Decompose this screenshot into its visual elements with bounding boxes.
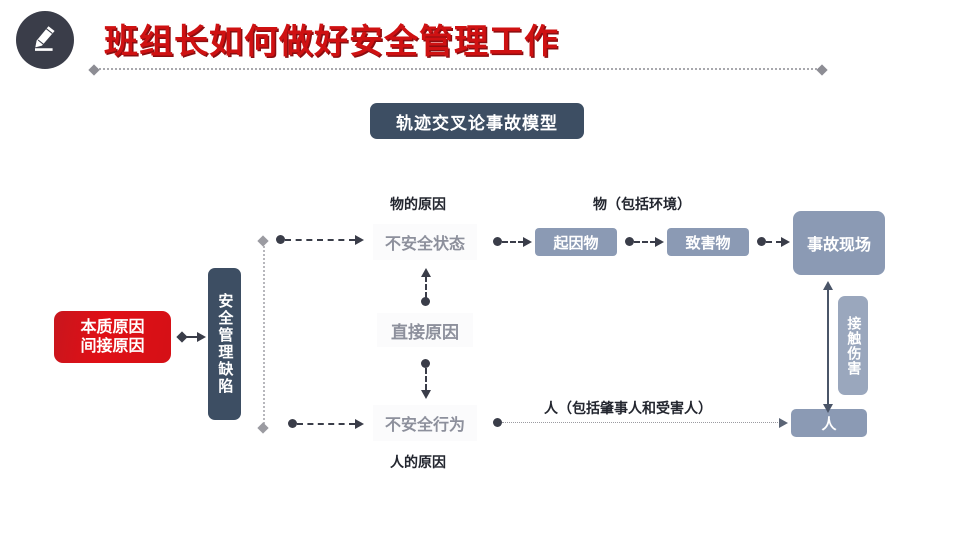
connector-defect-unsafeact-head	[355, 419, 364, 429]
node-origin-object: 起因物	[535, 228, 617, 256]
node-accident-scene: 事故现场	[793, 211, 885, 275]
connector-origin-harm-dot	[625, 237, 634, 246]
caption-thing-group: 物（包括环境）	[593, 197, 691, 213]
connector-direct-down	[425, 368, 427, 390]
connector-direct-down-dot	[421, 359, 430, 368]
connector-direct-up-head	[421, 268, 431, 277]
connector-person-scene-head-down	[823, 404, 833, 413]
connector-person-scene	[827, 290, 829, 405]
bracket-top-diamond	[257, 235, 269, 247]
connector-person-scene-head-up	[823, 281, 833, 290]
page-title: 班组长如何做好安全管理工作	[104, 22, 559, 62]
connector-defect-unsafeact	[297, 423, 355, 425]
connector-rootcause-defect-head	[197, 332, 206, 342]
connector-defect-unsafestate-dot	[276, 235, 285, 244]
connector-defect-unsafeact-dot	[288, 419, 297, 428]
pencil-icon	[16, 11, 74, 69]
node-management-defect: 安全管理缺陷	[208, 268, 241, 420]
connector-act-person-dot	[493, 418, 502, 427]
node-root-cause-line2: 间接原因	[80, 336, 145, 355]
caption-thing-cause: 物的原因	[390, 197, 446, 213]
connector-direct-down-head	[421, 390, 431, 399]
connector-act-person	[502, 422, 780, 423]
connector-harm-scene-dot	[757, 237, 766, 246]
connector-direct-up-dot	[421, 297, 430, 306]
connector-state-origin	[502, 241, 524, 243]
subtitle-banner: 轨迹交叉论事故模型	[370, 103, 584, 139]
bracket-vertical-line	[263, 241, 265, 428]
node-harm-object: 致害物	[667, 228, 749, 256]
node-unsafe-act: 不安全行为	[373, 405, 477, 441]
bracket-bottom-diamond	[257, 422, 269, 434]
connector-act-person-head	[779, 418, 788, 428]
connector-defect-unsafestate-head	[355, 235, 364, 245]
caption-human-cause: 人的原因	[390, 455, 446, 471]
node-root-cause: 本质原因 间接原因	[54, 311, 171, 363]
connector-state-origin-dot	[493, 237, 502, 246]
title-divider	[96, 68, 820, 72]
connector-state-origin-head	[523, 237, 532, 247]
connector-rootcause-defect	[186, 336, 198, 338]
node-direct-cause: 直接原因	[377, 313, 473, 347]
node-root-cause-line1: 本质原因	[80, 317, 145, 337]
connector-harm-scene-head	[781, 237, 790, 247]
connector-origin-harm-head	[655, 237, 664, 247]
caption-human-group: 人（包括肇事人和受害人）	[544, 401, 712, 417]
node-unsafe-state: 不安全状态	[373, 224, 477, 260]
node-contact-injury: 接触伤害	[838, 296, 868, 395]
connector-harm-scene	[766, 241, 782, 243]
connector-defect-unsafestate	[285, 239, 355, 241]
connector-direct-up	[425, 276, 427, 298]
connector-origin-harm	[634, 241, 656, 243]
node-person: 人	[791, 409, 867, 437]
